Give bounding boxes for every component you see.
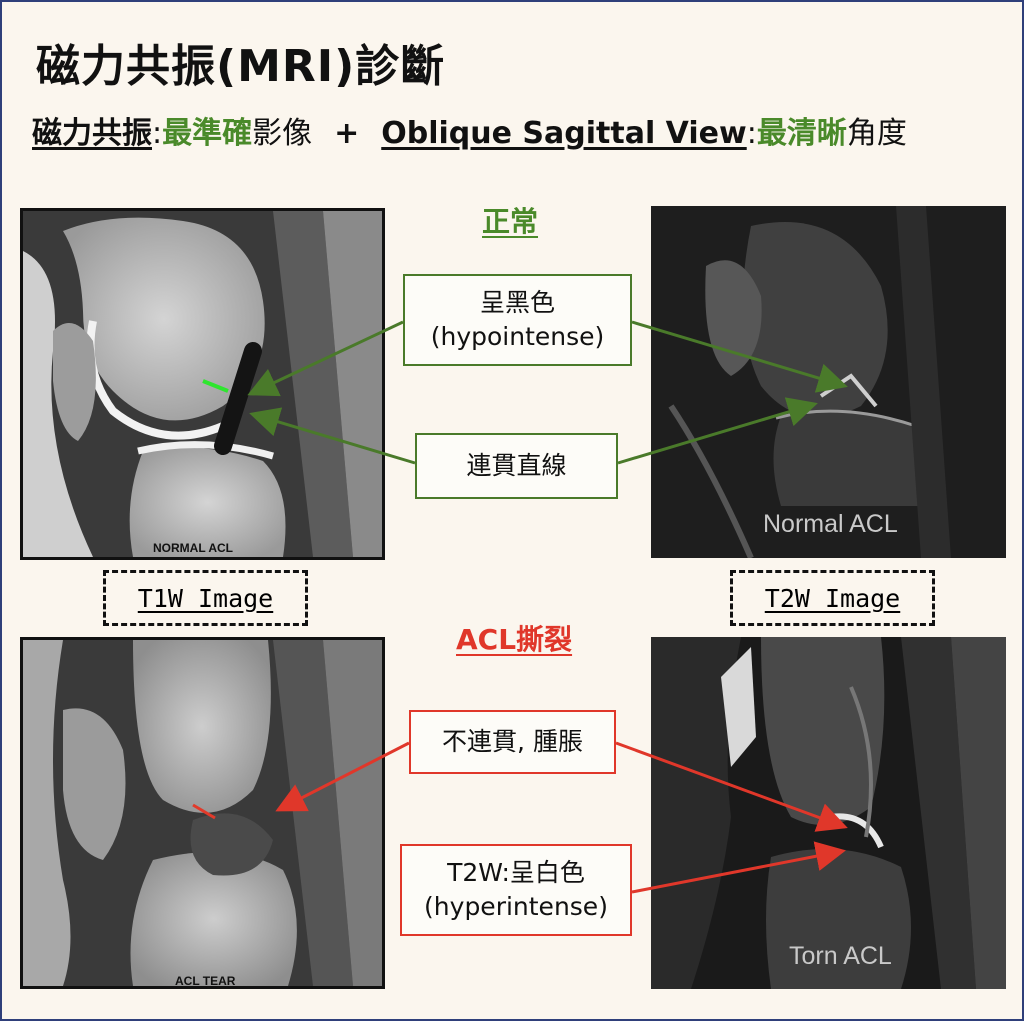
- label-t2w-image: T2W Image: [730, 570, 935, 626]
- heading-acl-tear: ACL撕裂: [456, 623, 573, 656]
- mri-t1-normal: NORMAL ACL: [20, 208, 385, 560]
- label-t2w-text: T2W Image: [764, 583, 901, 613]
- label-t1w-text: T1W Image: [137, 583, 274, 613]
- callout-hyperintense: T2W:呈白色 (hyperintense): [400, 844, 632, 936]
- callout-discontinuous-text: 不連貫, 腫脹: [442, 727, 583, 757]
- caption-t1-normal: NORMAL ACL: [153, 541, 233, 555]
- mri-t2-normal: Normal ACL: [651, 206, 1006, 558]
- subtitle: 磁力共振:最準確影像+Oblique Sagittal View:最清晰角度: [32, 108, 907, 152]
- callout-continuous: 連貫直線: [415, 433, 618, 499]
- callout-hypointense-line2: (hypointense): [430, 322, 605, 351]
- callout-discontinuous: 不連貫, 腫脹: [409, 710, 616, 774]
- subtitle-sep-1: :: [152, 116, 163, 151]
- subtitle-view-label: Oblique Sagittal View: [381, 116, 747, 151]
- subtitle-most-accurate: 最準確: [162, 116, 253, 151]
- callout-hypointense-line1: 呈黑色: [479, 288, 555, 318]
- callout-hypointense: 呈黑色 (hypointense): [403, 274, 632, 366]
- callout-hyperintense-line1: T2W:呈白色: [447, 858, 585, 888]
- subtitle-clearest: 最清晰: [756, 116, 847, 151]
- caption-t2-tear: Torn ACL: [789, 942, 892, 970]
- mri-t1-tear-graphic: [23, 640, 382, 986]
- caption-t2-normal: Normal ACL: [763, 510, 898, 538]
- subtitle-sep-2: :: [746, 116, 757, 151]
- mri-t2-normal-graphic: [651, 206, 1006, 558]
- callout-continuous-text: 連貫直線: [466, 451, 567, 481]
- subtitle-angle-text: 角度: [846, 116, 907, 151]
- subtitle-plus: +: [334, 116, 360, 151]
- mri-t2-tear: Torn ACL: [651, 637, 1006, 989]
- label-t1w-image: T1W Image: [103, 570, 308, 626]
- subtitle-mri-label: 磁力共振: [32, 116, 152, 151]
- mri-t2-tear-graphic: [651, 637, 1006, 989]
- page-title: 磁力共振(MRI)診斷: [36, 41, 446, 92]
- caption-t1-tear: ACL TEAR: [175, 974, 236, 988]
- heading-normal: 正常: [482, 205, 539, 238]
- mri-t1-normal-graphic: [23, 211, 382, 557]
- callout-hyperintense-line2: (hyperintense): [424, 892, 608, 921]
- mri-t1-tear: ACL TEAR: [20, 637, 385, 989]
- subtitle-image-text: 影像: [252, 116, 313, 151]
